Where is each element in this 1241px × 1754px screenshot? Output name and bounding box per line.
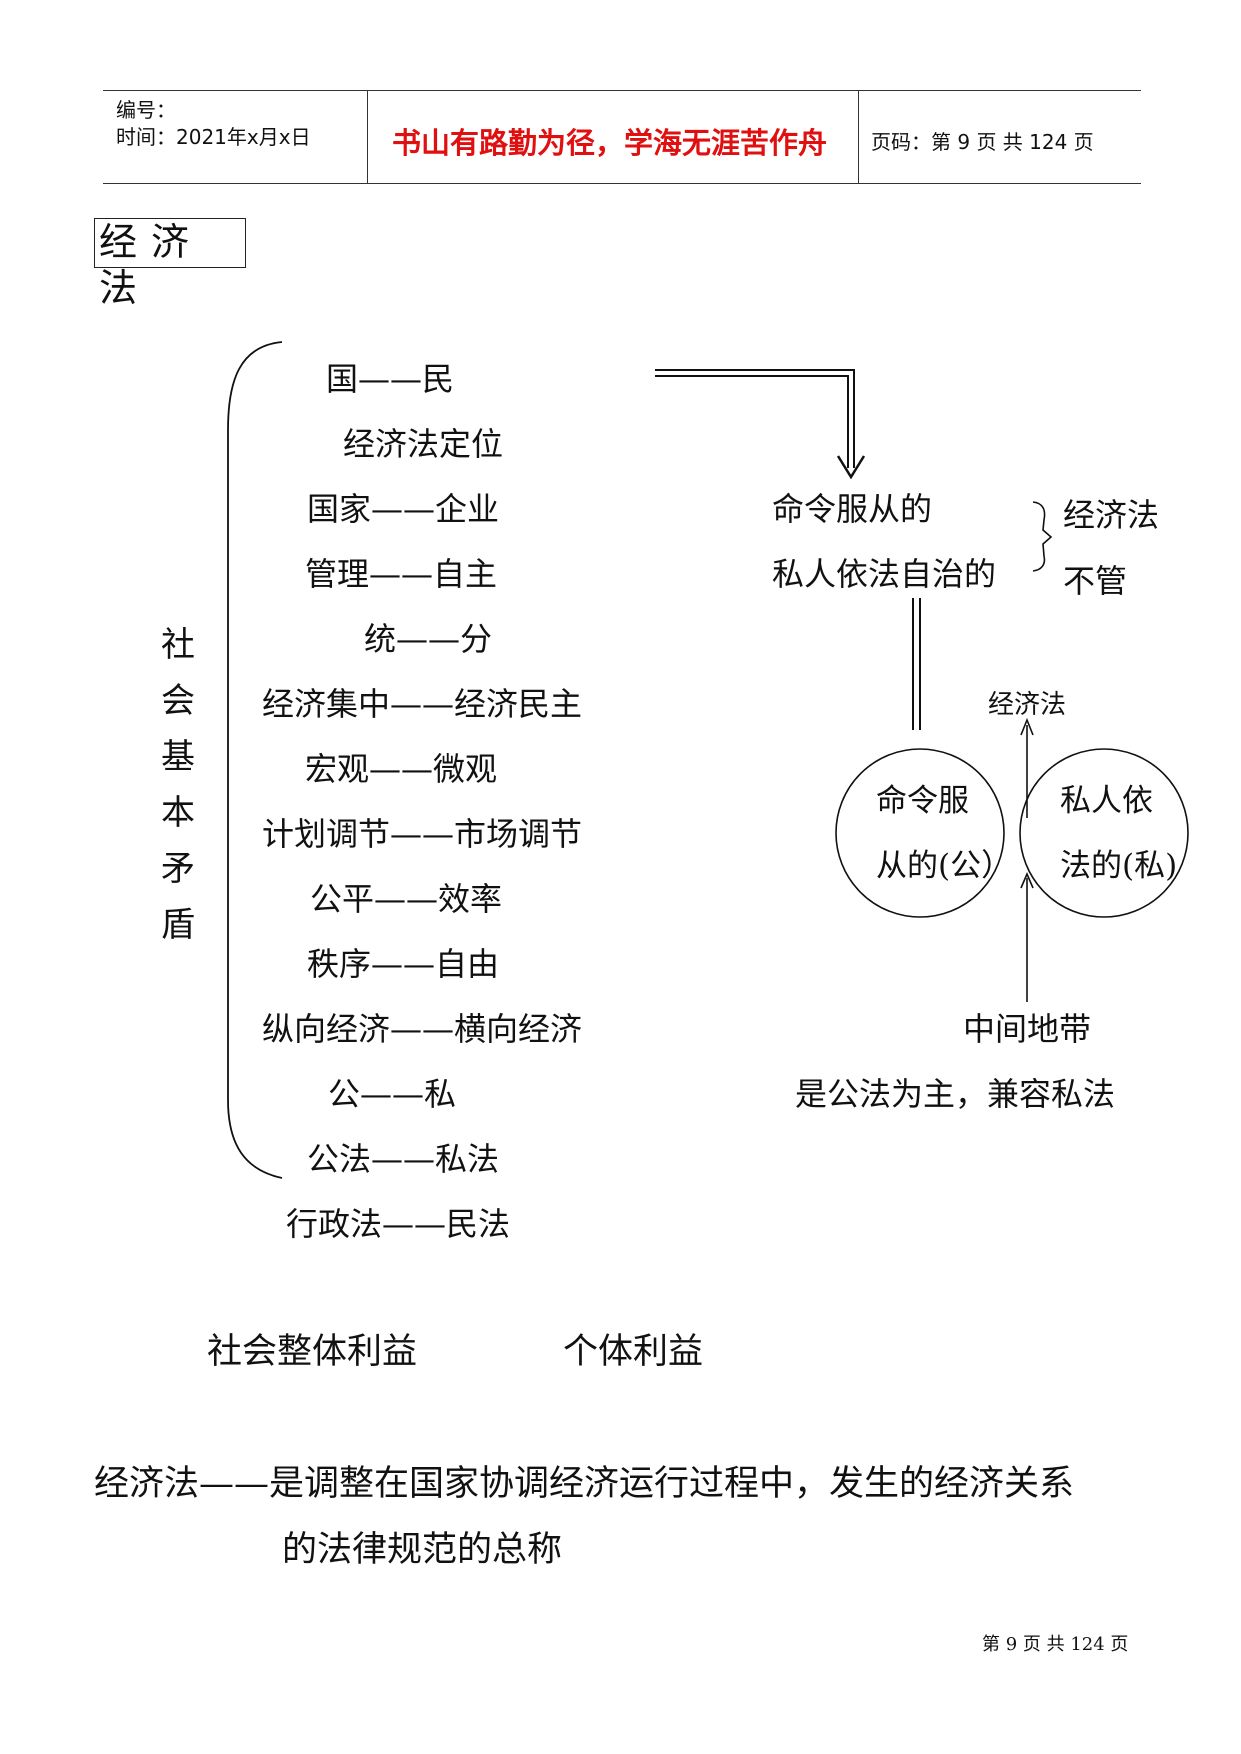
pair-item: 国家——企业 xyxy=(307,490,500,528)
interest-individual: 个体利益 xyxy=(563,1332,704,1372)
header-bottom-rule xyxy=(103,183,1141,184)
pair-item: 国——民 xyxy=(326,360,455,398)
page-title: 经济法 xyxy=(94,218,246,310)
small-brace xyxy=(1032,501,1053,572)
left-circle-text-2: 从的(公） xyxy=(876,848,1013,884)
header-divider-right xyxy=(858,90,859,183)
pair-item: 公平——效率 xyxy=(310,880,503,918)
right-circle xyxy=(1019,748,1189,918)
right-circle-text-1: 私人依 xyxy=(1060,783,1153,819)
double-arrow xyxy=(655,369,866,480)
vertical-label-char: 本 xyxy=(161,793,195,833)
left-brace xyxy=(227,341,283,1179)
private-autonomy-text: 私人依法自治的 xyxy=(772,555,997,593)
page-footer: 第 9 页 共 124 页 xyxy=(982,1634,1129,1655)
pair-item: 统——分 xyxy=(364,620,493,658)
middle-zone-title: 中间地带 xyxy=(963,1010,1092,1048)
header-divider-left xyxy=(367,90,368,183)
vertical-label-char: 盾 xyxy=(161,905,195,945)
right-circle-text-2: 法的(私) xyxy=(1060,848,1178,884)
interest-social-whole: 社会整体利益 xyxy=(207,1332,418,1372)
header-motto: 书山有路勤为径，学海无涯苦作舟 xyxy=(392,126,828,160)
header-top-rule xyxy=(103,90,1141,91)
pair-item: 行政法——民法 xyxy=(286,1205,511,1243)
pair-item: 公——私 xyxy=(328,1075,457,1113)
header-number: 编号： xyxy=(116,98,176,122)
command-obedience-text: 命令服从的 xyxy=(772,490,933,528)
header-time: 时间：2021年x月x日 xyxy=(116,125,311,149)
left-circle xyxy=(835,748,1005,918)
vertical-label-char: 基 xyxy=(161,737,195,777)
pair-item: 经济法定位 xyxy=(343,425,504,463)
pair-item: 纵向经济——横向经济 xyxy=(262,1010,583,1048)
pair-item: 公法——私法 xyxy=(307,1140,500,1178)
vertical-label-char: 矛 xyxy=(161,849,195,889)
not-managed-label-2: 不管 xyxy=(1063,562,1128,600)
definition-line-1: 经济法——是调整在国家协调经济运行过程中，发生的经济关系 xyxy=(94,1464,1075,1504)
header-page-info: 页码：第 9 页 共 124 页 xyxy=(871,130,1094,154)
middle-zone-desc: 是公法为主，兼容私法 xyxy=(795,1075,1116,1113)
arrow-label-economic-law: 经济法 xyxy=(988,690,1067,720)
not-managed-label-1: 经济法 xyxy=(1063,496,1160,534)
pair-item: 经济集中——经济民主 xyxy=(262,685,583,723)
vertical-label-char: 社 xyxy=(161,625,195,665)
pair-item: 管理——自主 xyxy=(305,555,498,593)
pair-item: 计划调节——市场调节 xyxy=(262,815,583,853)
lower-arrow-head xyxy=(1020,871,1034,889)
upper-arrow-head xyxy=(1020,717,1034,736)
pair-item: 宏观——微观 xyxy=(305,750,498,788)
pair-item: 秩序——自由 xyxy=(307,945,500,983)
definition-line-2: 的法律规范的总称 xyxy=(282,1530,563,1570)
vertical-label-char: 会 xyxy=(161,681,195,721)
left-circle-text-1: 命令服 xyxy=(876,783,969,819)
